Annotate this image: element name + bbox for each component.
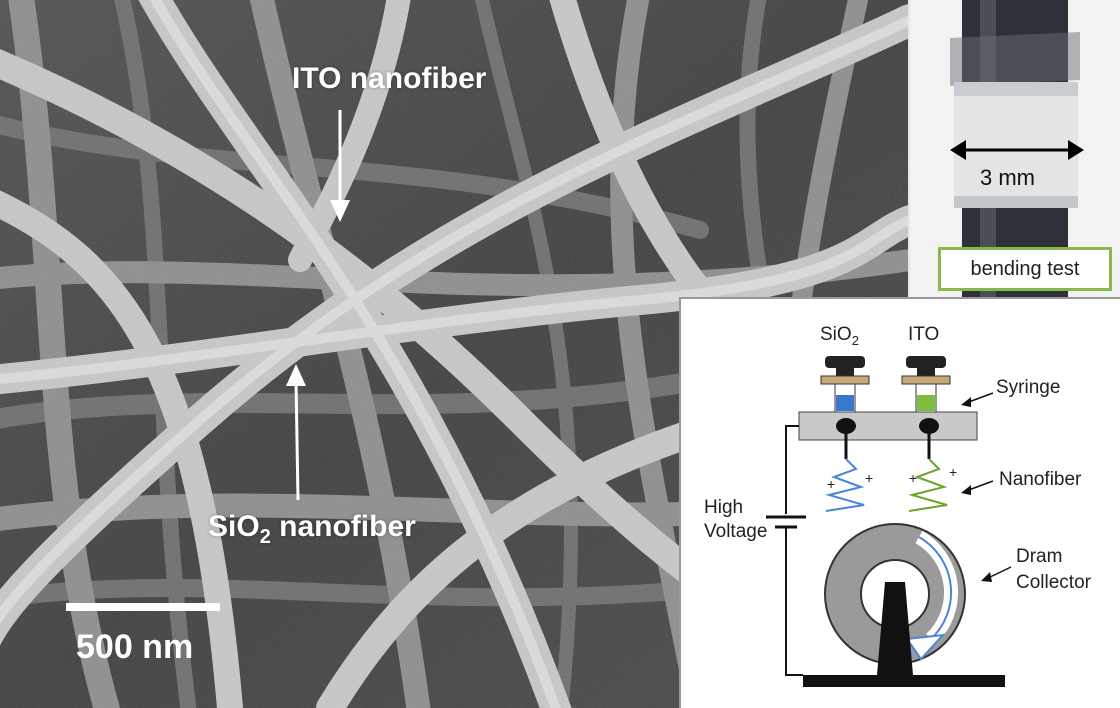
ito-nanofiber-label: ITO nanofiber xyxy=(292,62,487,95)
syringe-sio2-label: SiO2 xyxy=(820,324,859,348)
ito-jet xyxy=(908,458,948,512)
collector-label-2: Collector xyxy=(1016,572,1091,593)
bending-test-caption: bending test xyxy=(938,247,1112,291)
syringe-left xyxy=(820,356,870,413)
ito-arrow xyxy=(330,110,350,222)
svg-text:+: + xyxy=(827,476,835,492)
syringe-holder xyxy=(798,411,978,441)
sio2-arrow xyxy=(286,364,306,501)
collector-base xyxy=(803,675,1005,687)
scale-bar xyxy=(66,603,220,611)
syringe-right xyxy=(901,356,951,413)
svg-text:+: + xyxy=(865,470,873,486)
dimension-label: 3 mm xyxy=(980,165,1035,190)
syringe-label: Syringe xyxy=(996,377,1061,398)
high-voltage-label-2: Voltage xyxy=(704,521,768,542)
sio2-jet xyxy=(825,458,865,512)
electrospinning-schematic: + + + + SiO2 ITO Syringe xyxy=(679,297,1120,708)
svg-text:+: + xyxy=(949,464,957,480)
high-voltage-label-1: High xyxy=(704,497,744,518)
nanofiber-label: Nanofiber xyxy=(999,469,1082,490)
dimension-arrow xyxy=(950,140,1084,160)
sio2-nanofiber-label: SiO2 nanofiber xyxy=(208,510,416,548)
svg-text:+: + xyxy=(909,470,917,486)
scale-label: 500 nm xyxy=(76,628,194,666)
collector-label-1: Dram xyxy=(1016,546,1063,567)
syringe-ito-label: ITO xyxy=(908,324,940,345)
